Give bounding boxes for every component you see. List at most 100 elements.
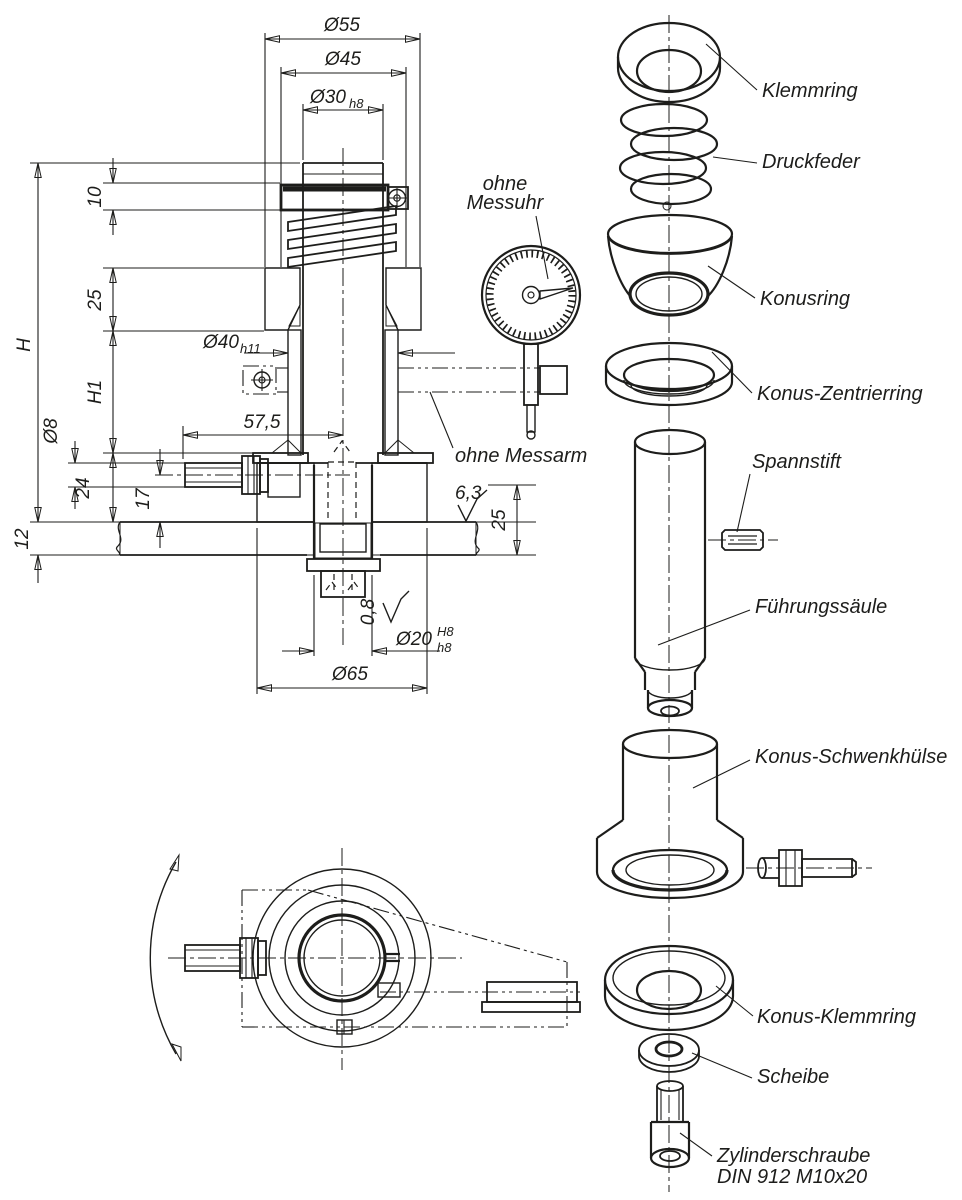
dial-hub-center bbox=[527, 291, 535, 299]
konusring-opening bbox=[628, 271, 710, 317]
top-view-circle-3 bbox=[284, 900, 400, 1016]
flange-section-right bbox=[371, 462, 428, 523]
spring-loop-1 bbox=[619, 102, 709, 138]
exploded-fuehrungssaeule: Führungssäule bbox=[633, 428, 887, 718]
spring-loop-3 bbox=[618, 150, 708, 186]
label-spannstift: Spannstift bbox=[752, 451, 842, 473]
cone-ring-section-left bbox=[264, 267, 301, 331]
plate-break-left bbox=[115, 521, 122, 556]
dim-len57-5: 57,5 bbox=[244, 412, 281, 433]
leader-klemmring bbox=[705, 43, 758, 91]
leader-spannstift bbox=[736, 473, 751, 533]
cone-wedge-left bbox=[288, 304, 301, 327]
schwenkhuelse-opening-bold bbox=[611, 869, 729, 892]
dim-dia30-tol: h8 bbox=[349, 96, 364, 111]
dim-dia40: Ø40 bbox=[202, 332, 239, 353]
konusring-lip bbox=[609, 239, 731, 255]
top-view-circle-outer bbox=[252, 868, 432, 1048]
zentrierring-cone-arc1 bbox=[623, 379, 715, 395]
top-view-circle-2 bbox=[268, 884, 416, 1032]
dim-dia20-tol-upper: H8 bbox=[437, 624, 454, 639]
dim-height-total: H bbox=[14, 338, 35, 352]
column-tip-arc bbox=[647, 689, 693, 699]
label-konus-zentrierring: Konus-Zentrierring bbox=[757, 383, 923, 405]
zentrierring-cone-arc2 bbox=[630, 384, 708, 397]
column-step-arc bbox=[634, 657, 706, 671]
label-druckfeder: Druckfeder bbox=[762, 151, 861, 173]
exploded-scheibe: Scheibe bbox=[638, 1033, 829, 1088]
leader-scheibe bbox=[691, 1052, 753, 1079]
konusring-top bbox=[606, 213, 734, 255]
roughness-symbol-0-8 bbox=[382, 590, 410, 624]
spring-coil-3 bbox=[287, 240, 397, 269]
dial-face-inner bbox=[485, 249, 577, 341]
dim-dia30: Ø30 bbox=[309, 87, 346, 108]
spring-end-dot bbox=[662, 201, 672, 211]
konus-klemmring-bottom bbox=[603, 995, 735, 1032]
spannstift-body bbox=[721, 529, 764, 551]
dim-dia20: Ø20 bbox=[395, 629, 432, 650]
dim-dia8: Ø8 bbox=[41, 418, 62, 445]
zentrierring-bore bbox=[622, 357, 716, 393]
leader-druckfeder bbox=[712, 156, 758, 164]
leader-zentrierring bbox=[711, 351, 753, 394]
label-konusring: Konusring bbox=[760, 288, 850, 310]
dim-dia55: Ø55 bbox=[323, 15, 360, 36]
label-zylinderschraube-line1: Zylinderschraube bbox=[716, 1145, 870, 1167]
schwenkhuelse-bore bbox=[625, 854, 715, 886]
hidden-arrow-up bbox=[333, 439, 351, 453]
flange-wedge-left bbox=[270, 439, 303, 454]
screw-head-bottom bbox=[649, 1147, 691, 1169]
klemmring-bore bbox=[635, 48, 703, 94]
plate-break-right bbox=[474, 521, 480, 556]
spring-loop-4 bbox=[629, 172, 713, 206]
side-bolt-end bbox=[851, 858, 857, 878]
note-without-arm: ohne Messarm bbox=[455, 445, 587, 467]
exploded-druckfeder: Druckfeder bbox=[618, 102, 861, 211]
cone-wedge-right bbox=[385, 304, 398, 327]
scheibe-bottom-arc bbox=[638, 1055, 700, 1073]
dial-face-outer bbox=[480, 244, 582, 346]
schwenkhuelse-top bbox=[621, 728, 719, 760]
exploded-konus-schwenkhuelse: Konus-Schwenkhülse bbox=[595, 728, 947, 900]
tube-wall-right bbox=[384, 329, 399, 456]
side-screw-bushing bbox=[267, 462, 301, 498]
dim-dia45: Ø45 bbox=[324, 49, 361, 70]
dim-surface-6-3: 6,3 bbox=[455, 483, 482, 504]
column-top-ellipse bbox=[633, 428, 707, 456]
spring-coil-1 bbox=[287, 204, 397, 233]
dim-dia65: Ø65 bbox=[331, 664, 368, 685]
top-view-collar bbox=[257, 940, 267, 976]
dim-len12: 12 bbox=[12, 528, 33, 550]
exploded-konus-zentrierring: Konus-Zentrierring bbox=[604, 341, 923, 407]
exploded-view: Klemmring Druckfeder Konusring Konus-Zen… bbox=[595, 15, 947, 1192]
top-view-bore-bold bbox=[297, 913, 387, 1003]
dim-surface-0-8: 0,8 bbox=[358, 598, 379, 625]
socket-arrow-right bbox=[347, 581, 361, 591]
spring-coil-2 bbox=[287, 222, 397, 251]
dim-dia20-tol-lower: h8 bbox=[437, 640, 452, 655]
konusring-side-left bbox=[606, 235, 632, 298]
schwenkhuelse-bottom-arc bbox=[595, 871, 745, 900]
spring-loop-2 bbox=[629, 126, 719, 162]
konus-klemmring-chamfer bbox=[612, 950, 726, 1006]
swivel-arrow-top bbox=[169, 853, 180, 872]
dim-len10: 10 bbox=[85, 186, 106, 208]
label-konus-klemmring: Konus-Klemmring bbox=[757, 1006, 916, 1028]
label-fuehrungssaeule: Führungssäule bbox=[755, 596, 887, 618]
klemmring-bottom-arc bbox=[616, 67, 722, 104]
dim-dia40-tol: h11 bbox=[240, 341, 261, 356]
konus-klemmring-hole bbox=[635, 969, 703, 1011]
exploded-klemmring: Klemmring bbox=[616, 21, 858, 104]
label-klemmring: Klemmring bbox=[762, 80, 858, 102]
dial-hub bbox=[521, 285, 541, 305]
dim-len24: 24 bbox=[73, 477, 94, 499]
schwenkhuelse-flare-right bbox=[716, 819, 744, 839]
dim-len25-right: 25 bbox=[489, 509, 510, 532]
leader-fuehrungssaeule bbox=[657, 609, 751, 646]
label-scheibe: Scheibe bbox=[757, 1066, 829, 1088]
konusring-side-right bbox=[706, 235, 734, 298]
flange-wedge-right bbox=[383, 439, 416, 454]
